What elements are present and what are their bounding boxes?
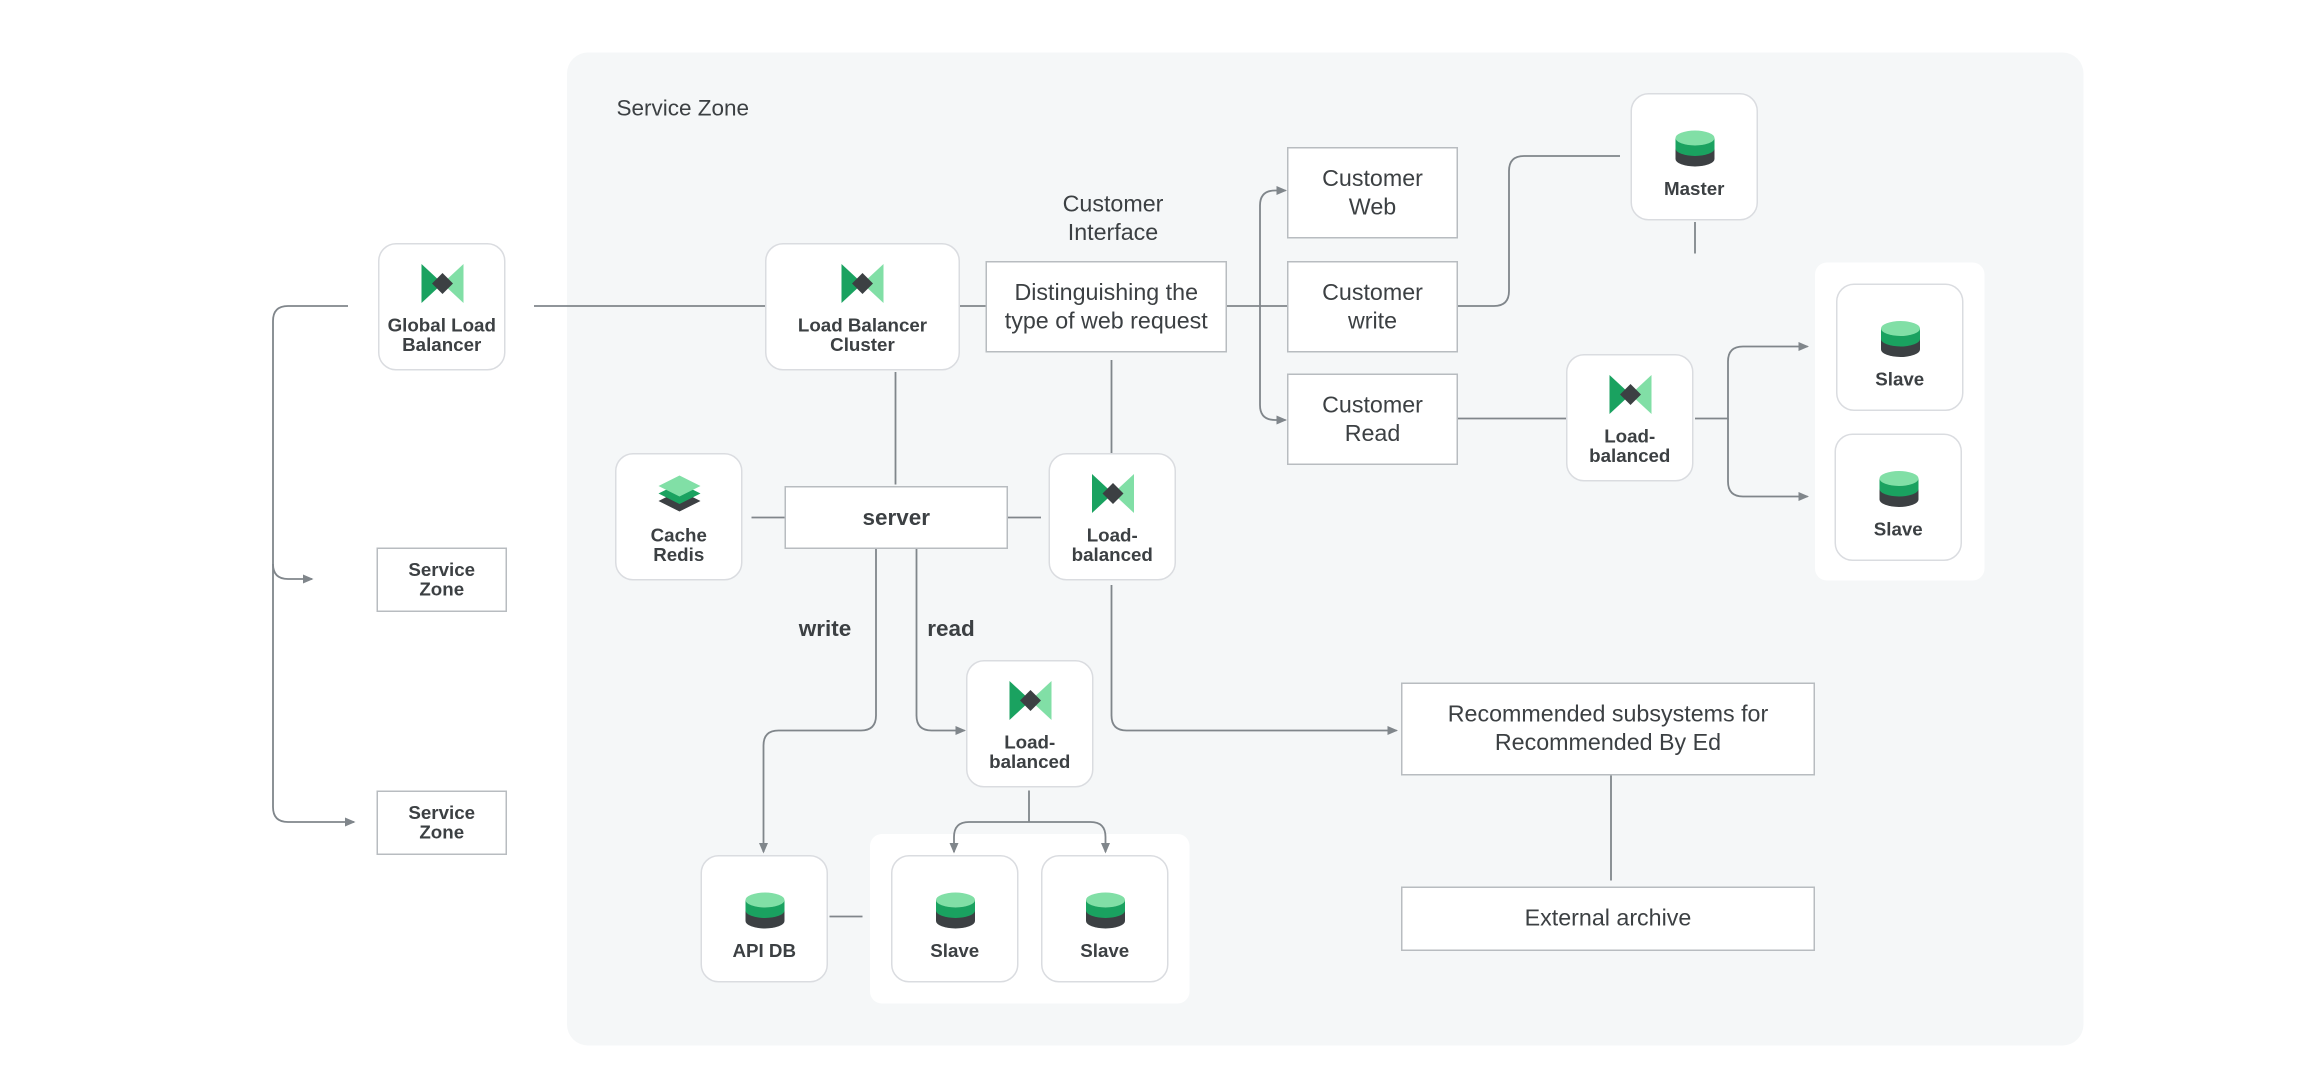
slave-top2-label: Slave	[1873, 519, 1923, 540]
load-balancer-icon	[420, 264, 463, 303]
edge-to-customer-web	[1259, 186, 1287, 306]
database-icon	[935, 892, 975, 929]
load-balancer-icon	[841, 264, 884, 303]
service-zone-box-2[interactable]: Service Zone	[376, 790, 507, 855]
database-icon	[1878, 471, 1918, 507]
slave-top-label: Slave	[1875, 369, 1925, 390]
edge-to-customer-read	[1259, 306, 1287, 425]
slave-bottom1-label: Slave	[930, 940, 980, 962]
cache-redis-node[interactable]: Cache Redis	[615, 453, 743, 581]
database-icon	[1674, 130, 1714, 167]
load-balanced-read-label: Load- balanced	[1589, 426, 1671, 467]
api-db-node[interactable]: API DB	[700, 855, 828, 983]
database-icon	[1085, 892, 1125, 929]
service-zone-box-1[interactable]: Service Zone	[376, 547, 507, 612]
slave-top2-node[interactable]: Slave	[1834, 433, 1962, 561]
edge-lbbottom-slave2	[1029, 821, 1110, 854]
load-balancer-icon	[1608, 375, 1651, 414]
server-box[interactable]: server	[784, 486, 1008, 549]
zone-title: Service Zone	[616, 96, 750, 122]
global-load-balancer-node[interactable]: Global Load Balancer	[378, 243, 506, 371]
database-icon	[1880, 321, 1920, 357]
edge-lb-slave-top2	[1727, 418, 1809, 501]
edge-lb-slave-top	[1695, 342, 1809, 420]
master-db-label: Master	[1664, 178, 1725, 200]
customer-interface-label: Customer Interface	[1062, 192, 1164, 246]
edge-globallb-to-zones	[272, 305, 356, 827]
load-balancer-cluster-label: Load Balancer Cluster	[797, 315, 928, 356]
read-edge-label: read	[927, 616, 975, 643]
edge-lbmid-recommended	[1110, 585, 1398, 735]
load-balancer-icon	[1091, 474, 1134, 513]
edge-to-zone1	[272, 563, 314, 584]
load-balanced-mid-node[interactable]: Load- balanced	[1048, 453, 1176, 581]
master-db-node[interactable]: Master	[1630, 93, 1758, 221]
recommended-subsystems-box[interactable]: Recommended subsystems for Recommended B…	[1401, 682, 1815, 776]
global-load-balancer-label: Global Load Balancer	[387, 315, 496, 356]
edge-lbbottom-slave1	[949, 821, 1029, 854]
cache-layers-icon	[657, 475, 700, 512]
database-icon	[744, 892, 784, 929]
load-balanced-read-node[interactable]: Load- balanced	[1566, 354, 1694, 482]
customer-read-box[interactable]: Customer Read	[1287, 373, 1458, 465]
edge-write-master	[1458, 155, 1620, 307]
api-db-label: API DB	[732, 940, 797, 962]
load-balancer-icon	[1008, 681, 1051, 720]
distinguish-request-box[interactable]: Distinguishing the type of web request	[985, 261, 1227, 353]
customer-write-box[interactable]: Customer write	[1287, 261, 1458, 353]
edge-server-read-lb	[915, 549, 966, 735]
load-balanced-bottom-label: Load- balanced	[989, 732, 1071, 773]
customer-web-box[interactable]: Customer Web	[1287, 147, 1458, 239]
write-edge-label: write	[798, 616, 852, 643]
cache-redis-label: Cache Redis	[650, 525, 707, 566]
slave-bottom2-label: Slave	[1080, 940, 1130, 962]
slave-bottom2-node[interactable]: Slave	[1041, 855, 1169, 983]
external-archive-box[interactable]: External archive	[1401, 886, 1815, 951]
slave-bottom1-node[interactable]: Slave	[891, 855, 1019, 983]
load-balanced-bottom-node[interactable]: Load- balanced	[966, 660, 1094, 788]
load-balancer-cluster-node[interactable]: Load Balancer Cluster	[765, 243, 960, 371]
load-balanced-mid-label: Load- balanced	[1071, 525, 1153, 566]
edge-server-write-apidb	[759, 549, 877, 854]
slave-top-node[interactable]: Slave	[1836, 283, 1964, 411]
